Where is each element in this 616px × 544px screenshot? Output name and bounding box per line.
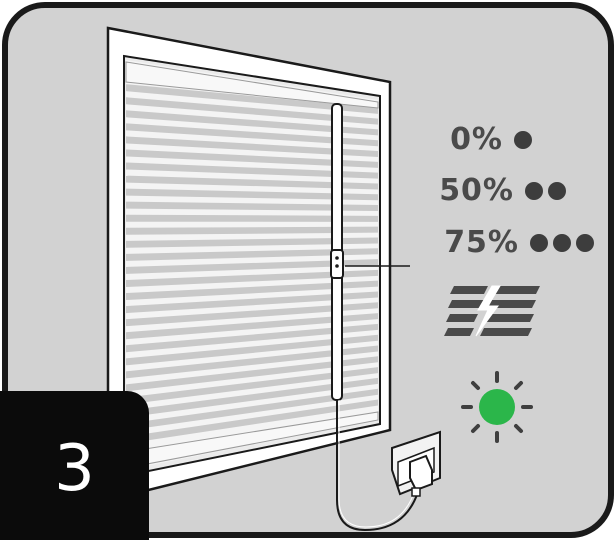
- step-number-badge: 3: [0, 391, 149, 540]
- level-label: 75%: [444, 225, 519, 260]
- level-row-0: 0%: [450, 122, 532, 157]
- level-label: 50%: [439, 173, 514, 208]
- pleated-blind: [120, 55, 385, 480]
- level-dot: [525, 182, 543, 200]
- level-dots: [520, 173, 566, 208]
- level-dots: [509, 122, 532, 157]
- level-label: 0%: [450, 122, 503, 157]
- level-dot: [548, 182, 566, 200]
- button-dot: [335, 256, 339, 260]
- level-dot: [514, 131, 532, 149]
- level-dot: [576, 234, 594, 252]
- level-dot: [530, 234, 548, 252]
- level-row-75: 75%: [444, 225, 594, 260]
- button-dot: [335, 264, 339, 268]
- level-dots: [525, 225, 594, 260]
- level-dot: [553, 234, 571, 252]
- level-row-50: 50%: [439, 173, 566, 208]
- motor-button: [331, 250, 343, 278]
